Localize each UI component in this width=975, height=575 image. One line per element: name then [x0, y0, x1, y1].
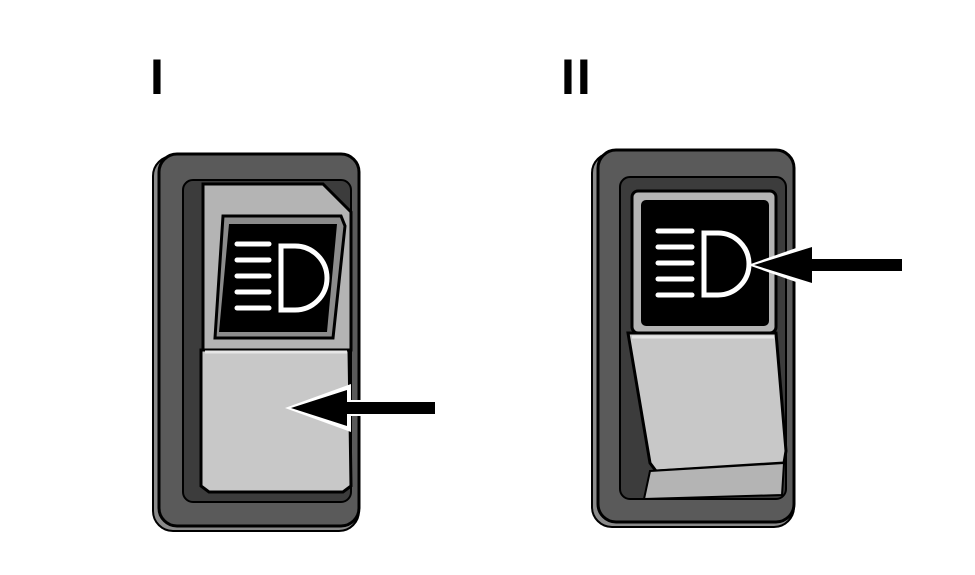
panel-label-i: I	[150, 49, 166, 105]
headlight-high-beam-icon	[234, 241, 330, 313]
rocker-switch-on	[591, 148, 906, 528]
pointer-arrow	[285, 384, 439, 432]
rocker-lower-half	[199, 348, 353, 494]
headlight-high-beam-icon	[655, 228, 752, 298]
pointer-arrow	[748, 241, 906, 289]
panel-label-ii: II	[561, 49, 593, 105]
rocker-switch-off	[152, 152, 439, 532]
rocker-bottom-ledge	[642, 461, 786, 501]
rocker-lower-half	[626, 331, 788, 473]
